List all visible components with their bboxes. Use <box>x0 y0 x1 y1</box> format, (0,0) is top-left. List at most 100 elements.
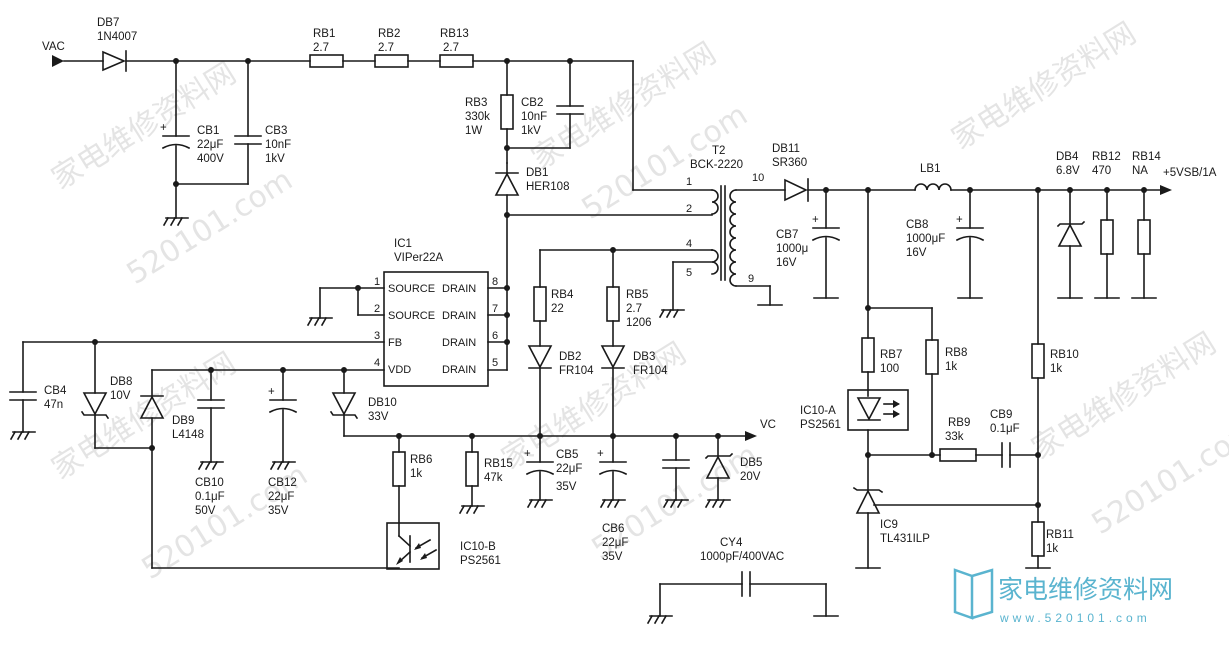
t2-pin10: 10 <box>752 172 764 184</box>
db4-value: 6.8V <box>1056 165 1080 177</box>
ground-icon <box>9 430 36 441</box>
cb2-value: 10nF <box>521 111 547 123</box>
vac-arrow-icon <box>52 55 64 67</box>
t2-ref: T2 <box>712 145 725 157</box>
cb1-plus: + <box>160 122 167 134</box>
cb12-value: 22μF <box>268 491 294 503</box>
cb10-rating: 50V <box>195 505 216 517</box>
db8-ref: DB8 <box>110 376 132 388</box>
db1-value: HER108 <box>526 181 569 193</box>
db3-value: FR104 <box>633 365 668 377</box>
cb10-ref: CB10 <box>195 477 224 489</box>
ic1-pin3-num: 3 <box>374 330 380 342</box>
cb12-plus: + <box>268 386 275 398</box>
cb10-value: 0.1μF <box>195 491 225 503</box>
cb8-value: 1000μF <box>906 233 945 245</box>
ground-icon <box>269 460 296 471</box>
ic1-pin4-num: 4 <box>374 357 380 369</box>
transformer-t2: T2 BCK-2220 1 2 4 5 9 10 <box>539 145 786 319</box>
ic1-pin7-num: 7 <box>492 303 498 315</box>
resistor-rb12 <box>1100 219 1114 255</box>
cb3-rating: 1kV <box>265 153 285 165</box>
ground-icon <box>658 308 685 319</box>
diode-db7 <box>102 50 127 72</box>
cb1-ref: CB1 <box>197 125 219 137</box>
cb7-rating: 16V <box>776 257 797 269</box>
cb1-value: 22μF <box>197 139 223 151</box>
input-filter: + CB1 22μF 400V CB3 10nF 1kV <box>160 60 291 227</box>
logo-text: 家电维修资料网 <box>998 575 1173 604</box>
ground-icon <box>162 216 189 227</box>
rb10-ref: RB10 <box>1050 349 1079 361</box>
resistor-rb1 <box>309 54 344 68</box>
cb7-value: 1000μ <box>776 243 808 255</box>
y-capacitor-cy4: CY4 1000pF/400VAC <box>646 537 839 625</box>
ic10a-ref: IC10-A <box>800 405 836 417</box>
diode-db1 <box>494 172 520 196</box>
ground-icon <box>704 498 731 509</box>
resistor-rb6 <box>392 451 406 487</box>
resistor-rb15 <box>465 451 479 487</box>
watermark-text: 家电维修资料网 <box>46 346 243 487</box>
aux-supply: RB4 22 DB2 FR104 RB5 2.7 1206 DB3 FR104 … <box>524 249 776 563</box>
rb11-value: 1k <box>1046 543 1058 555</box>
watermark-url: 520101.com <box>121 162 299 291</box>
cb2-ref: CB2 <box>521 97 543 109</box>
watermark-url: 520101.com <box>1086 412 1229 541</box>
ic1-chip: IC1 VIPer22A 1 SOURCE 2 SOURCE 3 FB 4 VD… <box>22 238 510 387</box>
site-logo: 家电维修资料网 www.520101.com <box>953 568 1173 625</box>
db2-ref: DB2 <box>559 351 581 363</box>
secondary-output: DB11 SR360 LB1 +5VSB/1A + CB7 1000μ 16V … <box>772 143 1217 299</box>
rb7-ref: RB7 <box>880 349 902 361</box>
cy4-value: 1000pF/400VAC <box>700 551 784 563</box>
rb14-value: NA <box>1132 165 1148 177</box>
rb9-ref: RB9 <box>948 417 970 429</box>
db9-value: L4148 <box>172 429 204 441</box>
rb8-ref: RB8 <box>945 347 967 359</box>
optocoupler-ic10b <box>386 522 440 570</box>
diode-db3 <box>600 345 626 369</box>
rb4-ref: RB4 <box>551 289 574 301</box>
ground-icon <box>526 498 553 509</box>
rb7-value: 100 <box>880 363 899 375</box>
resistor-rb2 <box>374 54 409 68</box>
rb8-value: 1k <box>945 361 957 373</box>
db11-ref: DB11 <box>772 143 800 155</box>
rb12-value: 470 <box>1092 165 1111 177</box>
rb15-ref: RB15 <box>484 458 513 470</box>
ic1-pin3-name: FB <box>388 337 402 349</box>
top-rail: VAC DB7 1N4007 RB1 2.7 RB2 2.7 RB13 2.7 <box>42 17 713 191</box>
rb10-value: 1k <box>1050 363 1062 375</box>
ic1-pin1-name: SOURCE <box>388 283 435 295</box>
resistor-rb14 <box>1137 219 1151 255</box>
db11-value: SR360 <box>772 157 807 169</box>
ic1-pin7-name: DRAIN <box>442 310 476 322</box>
ic10b-ref: IC10-B <box>460 541 496 553</box>
cb6-plus: + <box>597 448 604 460</box>
cb1-rating: 400V <box>197 153 224 165</box>
cb6-value: 22μF <box>602 537 628 549</box>
resistor-rb7 <box>861 337 875 373</box>
rb13-value: 2.7 <box>443 42 459 54</box>
cb12-ref: CB12 <box>268 477 297 489</box>
rb15-value: 47k <box>484 472 503 484</box>
lb1-ref: LB1 <box>920 163 940 175</box>
feedback-left: CB4 47n DB8 10V DB9 L4148 <box>9 339 719 570</box>
db8-value: 10V <box>110 390 131 402</box>
rb5-package: 1206 <box>626 317 652 329</box>
ground-icon <box>306 316 333 327</box>
rb9-value: 33k <box>945 431 964 443</box>
cb4-value: 47n <box>44 399 63 411</box>
t2-value: BCK-2220 <box>690 159 743 171</box>
cb5-plus: + <box>524 448 531 460</box>
vac-label: VAC <box>42 41 65 53</box>
rb6-value: 1k <box>410 468 422 480</box>
resistor-rb3 <box>500 94 514 130</box>
vc-label: VC <box>760 419 776 431</box>
rb3-rating: 1W <box>465 125 482 137</box>
db4-ref: DB4 <box>1056 151 1079 163</box>
rb1-value: 2.7 <box>313 42 329 54</box>
optocoupler-ic10a <box>847 389 909 431</box>
cy4-ref: CY4 <box>720 537 743 549</box>
